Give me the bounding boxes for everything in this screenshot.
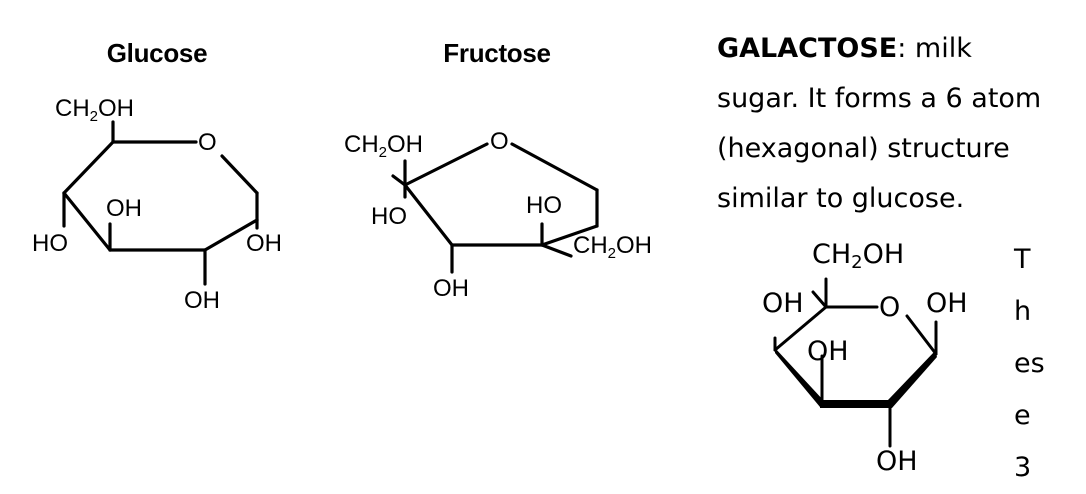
galactose-oh-inner: OH [807,336,849,367]
vertical-text-line: es [1014,348,1045,379]
vertical-text-line: e [1014,400,1031,431]
glucose-ch2oh-label: CH2OH [55,95,135,125]
glucose-oh-inner: OH [106,195,142,222]
glucose-ho-left: HO [32,230,68,257]
vertical-text-line: 3 [1014,452,1032,483]
fructose-ho-left: HO [371,203,407,230]
fructose-oh-bottom: OH [433,275,469,302]
galactose-oh-bottom: OH [876,446,918,477]
fructose-ch2oh-right-label: CH2OH [573,232,653,262]
glucose-ring-oxygen: O [198,129,217,156]
galactose-name: GALACTOSE [717,33,898,64]
glucose-oh-bottom: OH [184,287,220,314]
vertical-text-line: h [1014,296,1032,327]
fructose-ring-oxygen: O [490,128,509,155]
galactose-ch2oh-label: CH2OH [812,239,905,273]
galactose-wedge-bottom [820,400,892,408]
galactose-wedge-left [775,348,824,407]
galactose-oh-right: OH [926,288,968,319]
galactose-description: GALACTOSE: milk sugar. It forms a 6 atom… [717,24,1057,224]
fructose-ho-right: HO [526,192,562,219]
fructose-ch2oh-left-label: CH2OH [344,131,424,161]
glucose-title: Glucose [106,38,208,68]
galactose-wedge-right [888,351,937,408]
galactose-oh-left: OH [762,288,804,319]
vertical-text-column: T h es e 3 [1014,234,1054,494]
glucose-oh-right: OH [246,230,282,257]
fructose-title: Fructose [443,38,551,68]
galactose-description-text: : milk sugar. It forms a 6 atom (hexagon… [717,33,1042,214]
galactose-ring-oxygen: O [879,292,901,323]
vertical-text-line: T [1014,244,1031,275]
